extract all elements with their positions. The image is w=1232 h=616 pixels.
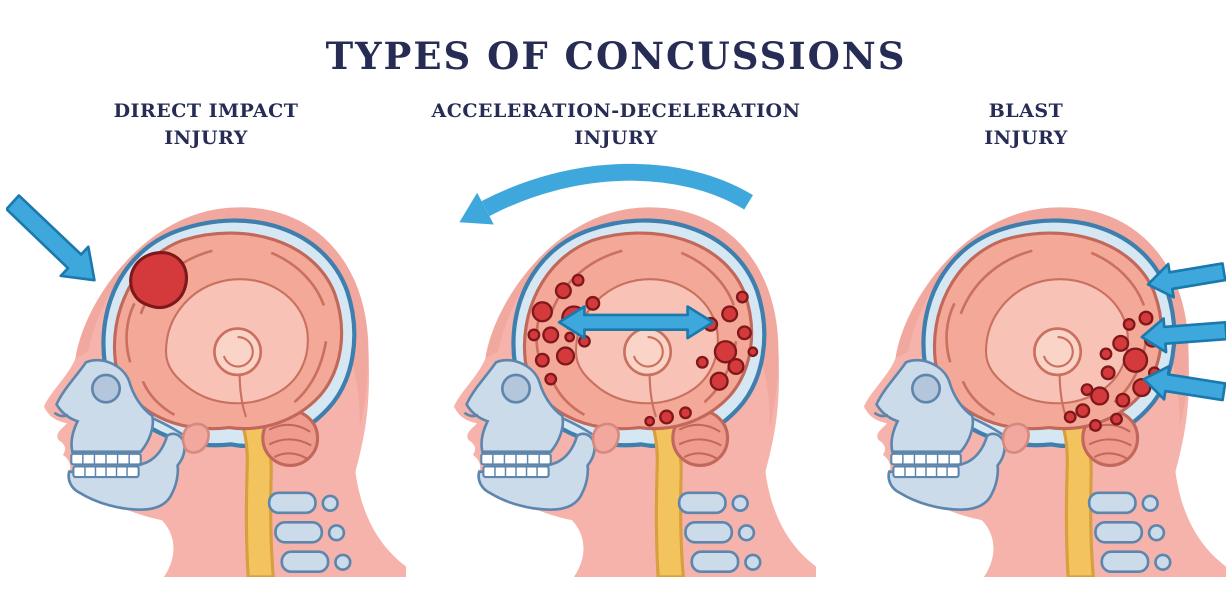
panel-title-line1: ACCELERATION-DECELERATION: [431, 100, 801, 122]
panel-title-direct-impact: DIRECT IMPACT INJURY: [114, 98, 299, 154]
deceleration-arrow-icon: [459, 163, 753, 225]
panel-title-acceleration-deceleration: ACCELERATION-DECELERATION INJURY: [432, 98, 801, 154]
panels-row: DIRECT IMPACT INJURY ACCELERATION-DECELE…: [0, 98, 1232, 577]
panel-blast: BLAST INJURY: [826, 98, 1226, 577]
impact-arrow-icon: [6, 194, 96, 282]
panel-acceleration-deceleration: ACCELERATION-DECELERATION INJURY: [406, 98, 826, 577]
panel-direct-impact: DIRECT IMPACT INJURY: [6, 98, 406, 577]
panel-title-line2: INJURY: [164, 126, 248, 149]
panel-title-line2: INJURY: [984, 126, 1068, 149]
panel-title-line2: INJURY: [574, 126, 658, 149]
head-illustration-blast: [826, 156, 1226, 577]
head-illustration-acceleration-deceleration: [416, 163, 816, 577]
panel-title-line1: DIRECT IMPACT: [113, 100, 299, 122]
injury-site-red-blob: [129, 251, 189, 310]
head-illustration-direct-impact: [6, 194, 406, 577]
page-title: TYPES OF CONCUSSIONS: [325, 34, 907, 78]
blast-injury-dots: [1063, 310, 1161, 432]
panel-title-line1: BLAST: [988, 100, 1064, 122]
shake-arrow-icon: [557, 305, 715, 340]
panel-title-blast: BLAST INJURY: [984, 98, 1068, 154]
blast-arrow-icon: [1140, 262, 1226, 402]
